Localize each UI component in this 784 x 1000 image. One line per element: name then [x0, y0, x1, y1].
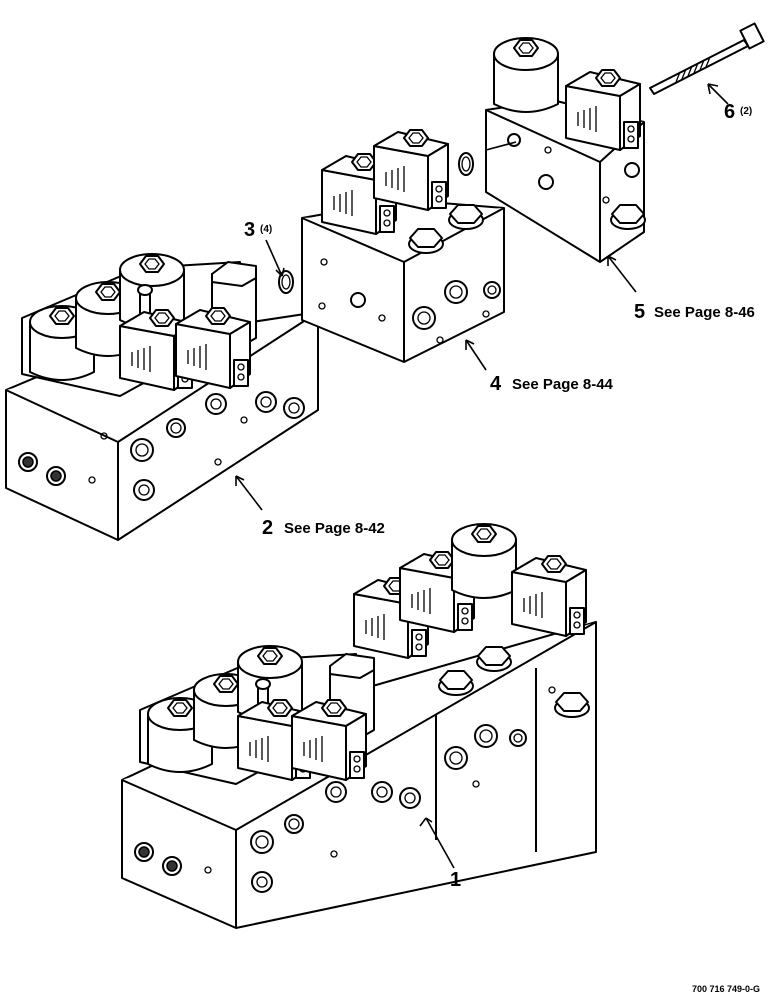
- valve-section-5: [485, 37, 646, 263]
- callout-1-number: 1: [450, 869, 461, 891]
- leader-4: [465, 339, 487, 371]
- callout-6-number: 6: [724, 101, 735, 123]
- leader-6: [707, 83, 729, 105]
- bolt-6: [649, 22, 765, 95]
- leader-5: [607, 255, 637, 293]
- leader-1: [425, 817, 455, 869]
- callout-4-reference: See Page 8-44: [512, 376, 614, 393]
- callout-4-number: 4: [490, 373, 502, 395]
- figure-code: 700 716 749-0-G: [692, 984, 760, 994]
- callout-3-qty: (4): [260, 224, 272, 235]
- valve-section-2: [5, 253, 319, 541]
- callout-6-qty: (2): [740, 106, 752, 117]
- callout-2-number: 2: [262, 517, 273, 539]
- leader-2: [235, 475, 263, 511]
- valve-assembly-1: [121, 523, 597, 929]
- callout-2-reference: See Page 8-42: [284, 520, 385, 537]
- callout-3-number: 3: [244, 219, 255, 241]
- callout-5-reference: See Page 8-46: [654, 304, 755, 321]
- leader-3: [265, 239, 283, 277]
- valve-section-4: [301, 129, 505, 363]
- callout-5-number: 5: [634, 301, 645, 323]
